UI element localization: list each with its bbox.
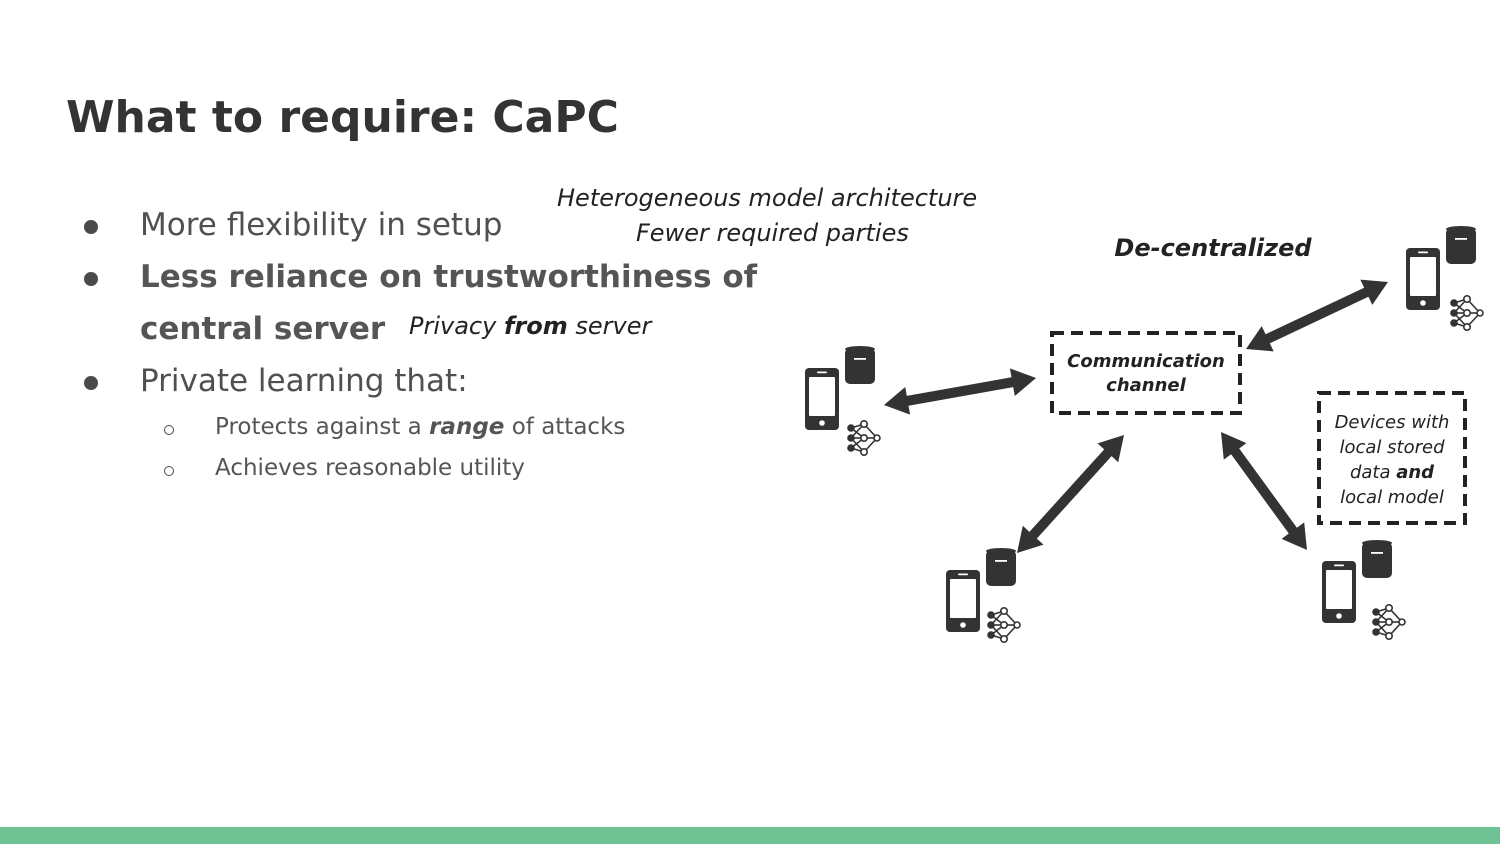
phone-icon — [805, 368, 839, 430]
annotation-privacy-post: server — [567, 312, 652, 340]
sub-bullet-dot-2 — [164, 466, 174, 476]
bullet-private-learning: Private learning that: — [140, 363, 468, 399]
devices-legend-box — [1317, 391, 1467, 525]
neural-network-icon — [1372, 603, 1406, 641]
annotation-fewer-parties: Fewer required parties — [636, 219, 909, 247]
neural-network-icon — [847, 419, 881, 457]
device-group-bottom-right — [1322, 540, 1406, 641]
arrow-bottom-right-device — [1221, 432, 1307, 550]
devices-legend-line4: local model — [1340, 487, 1444, 508]
annotation-privacy: Privacy from server — [409, 312, 651, 340]
devices-legend-line2: local stored — [1339, 437, 1445, 458]
sub-bullet-dot-1 — [164, 425, 174, 435]
devices-legend-line1: Devices with — [1335, 412, 1450, 433]
sub-bullet-attacks-pre: Protects against a — [215, 414, 430, 440]
arrow-top-right-device — [1246, 279, 1388, 352]
database-icon — [1362, 540, 1392, 578]
device-group-left — [805, 346, 881, 457]
phone-icon — [1322, 561, 1356, 623]
devices-legend-line3-em: and — [1396, 462, 1435, 483]
decentralized-label: De-centralized — [1114, 234, 1312, 262]
arrow-bottom-left-device — [1017, 435, 1124, 553]
database-icon — [1446, 226, 1476, 264]
bullet-reliance-line1: Less reliance on trustworthiness of — [140, 259, 758, 295]
device-group-top-right — [1406, 226, 1484, 332]
sub-bullet-attacks-post: of attacks — [504, 414, 626, 440]
phone-icon — [946, 570, 980, 632]
bullet-dot-1 — [84, 220, 98, 234]
slide-title: What to require: CaPC — [66, 92, 619, 143]
bullet-flexibility: More flexibility in setup — [140, 207, 503, 243]
bullet-reliance-line2: central server — [140, 311, 386, 347]
device-group-bottom-left — [946, 548, 1021, 644]
sub-bullet-attacks-em: range — [429, 414, 505, 440]
devices-legend-line3: data and — [1350, 462, 1435, 483]
annotation-privacy-pre: Privacy — [409, 312, 504, 340]
communication-channel-line2: channel — [1106, 375, 1186, 396]
database-icon — [845, 346, 875, 384]
communication-channel-line1: Communication — [1067, 351, 1225, 372]
sub-bullet-utility: Achieves reasonable utility — [215, 455, 525, 481]
arrow-left-device — [884, 368, 1036, 415]
neural-network-icon — [1450, 294, 1484, 332]
annotation-heterogeneous: Heterogeneous model architecture — [557, 184, 978, 212]
annotation-privacy-em: from — [503, 312, 568, 340]
bullet-dot-3 — [84, 376, 98, 390]
footer-accent-bar — [0, 827, 1500, 844]
database-icon — [986, 548, 1016, 586]
sub-bullet-attacks: Protects against a range of attacks — [215, 414, 625, 440]
communication-channel-box — [1050, 331, 1242, 415]
devices-legend-line3-pre: data — [1350, 462, 1396, 483]
bullet-dot-2 — [84, 272, 98, 286]
neural-network-icon — [987, 606, 1021, 644]
phone-icon — [1406, 248, 1440, 310]
